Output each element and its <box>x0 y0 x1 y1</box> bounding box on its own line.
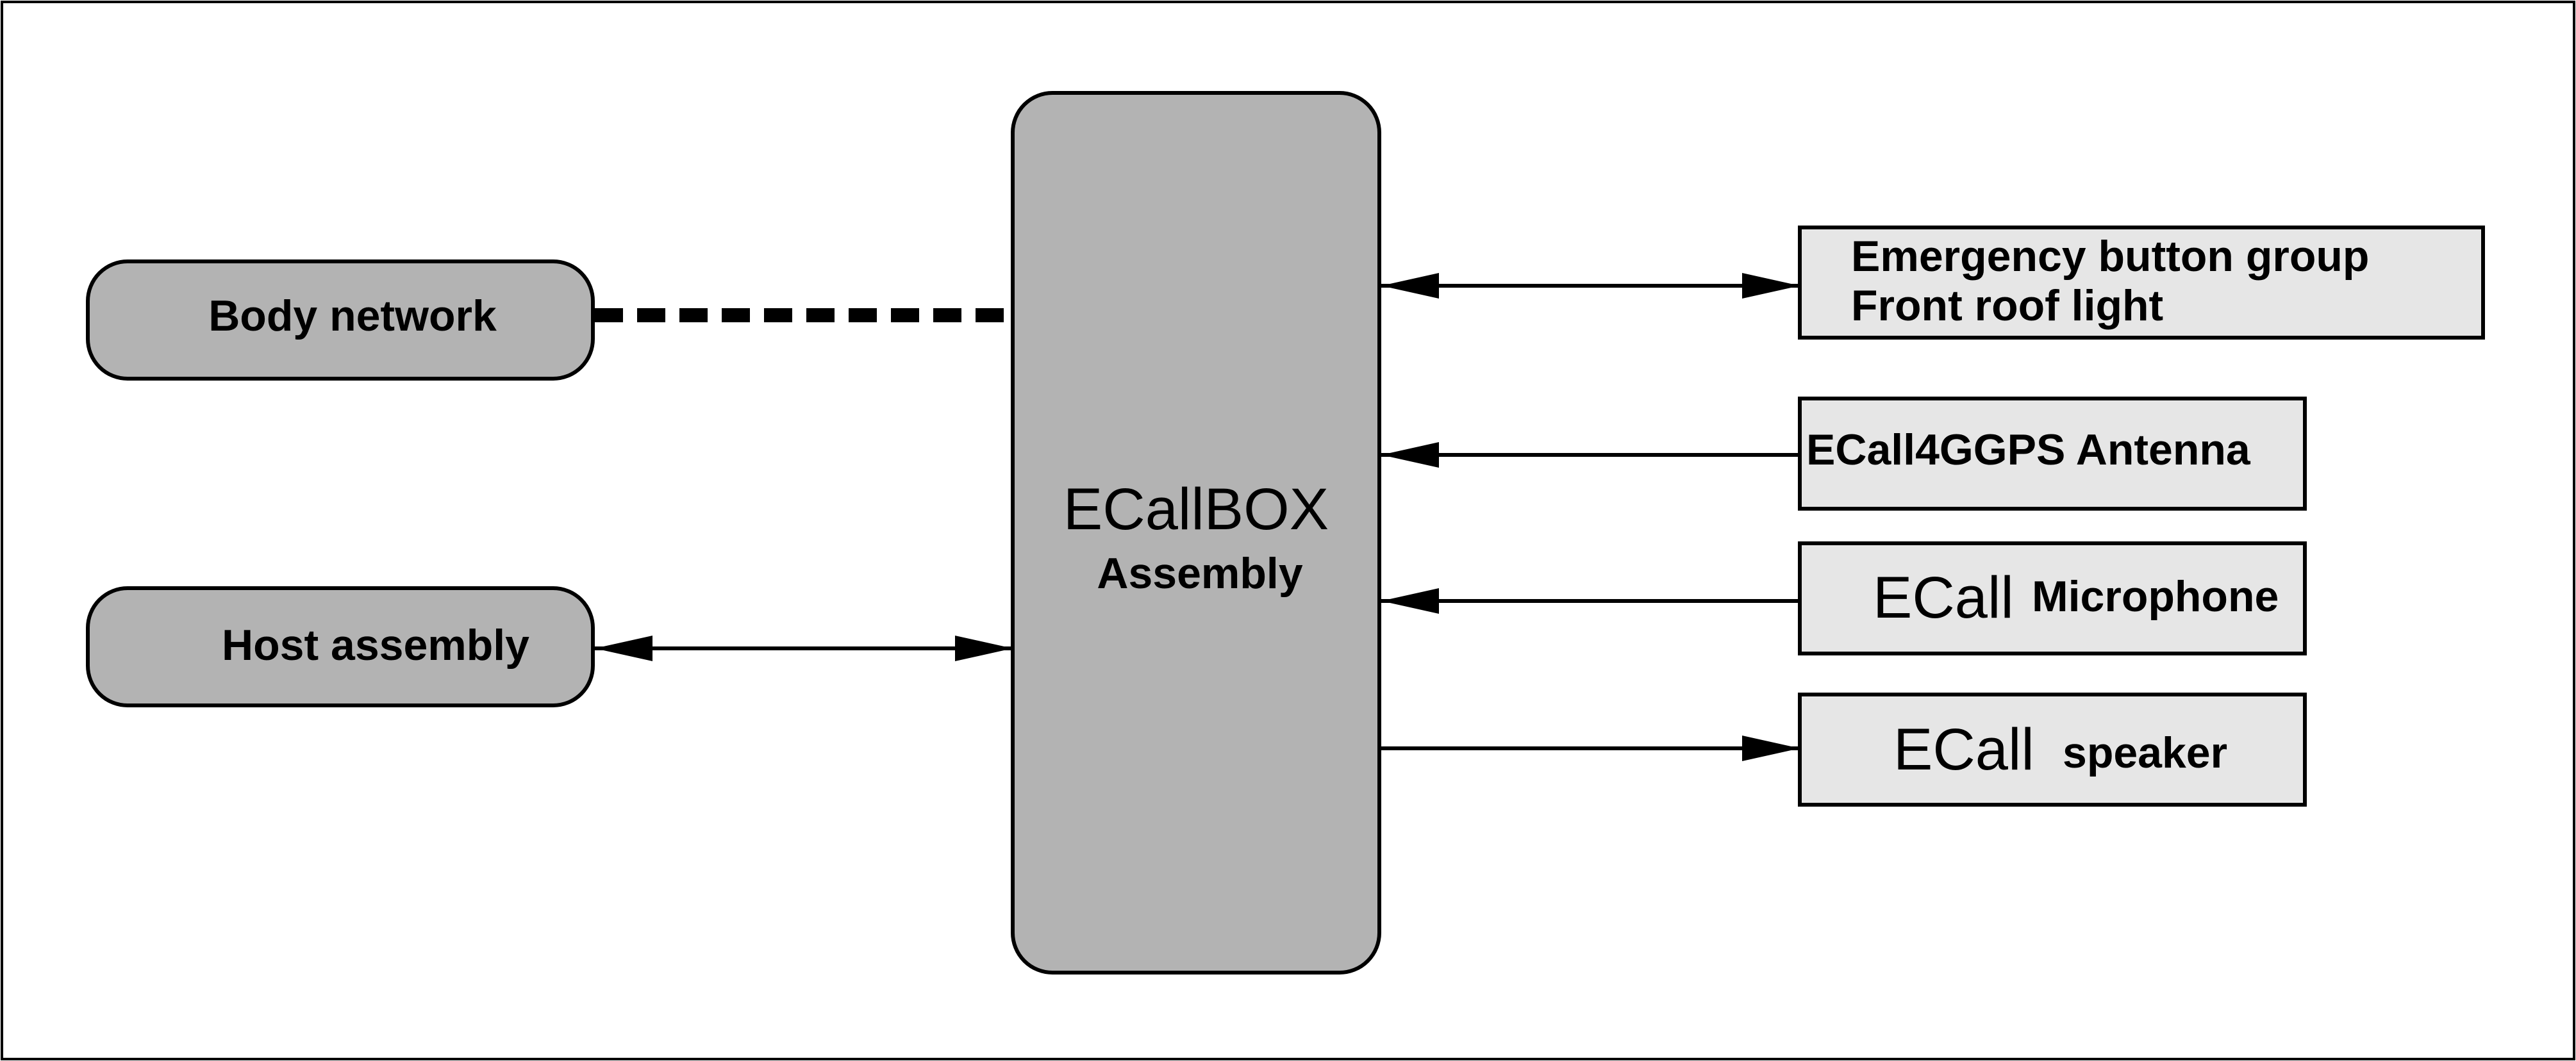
microphone-box <box>1798 541 2307 655</box>
microphone-prefix: ECall <box>1873 565 2014 630</box>
body-network-box <box>86 259 595 381</box>
speaker-box <box>1798 693 2307 807</box>
microphone-label: Microphone <box>2032 572 2279 621</box>
emergency-button-group-box <box>1798 226 2485 340</box>
speaker-prefix: ECall <box>1893 717 2034 782</box>
ecallbox-subtitle: Assembly <box>1097 549 1302 598</box>
antenna-box <box>1798 397 2307 511</box>
speaker-label: speaker <box>2063 728 2227 777</box>
ecallbox-title: ECallBOX <box>1063 477 1329 542</box>
body-network-label: Body network <box>208 292 497 340</box>
front-roof-light-label: Front roof light <box>1851 281 2163 330</box>
host-assembly-label: Host assembly <box>222 621 529 670</box>
ecallbox-assembly-block <box>1011 91 1381 975</box>
antenna-label: ECall4GGPS Antenna <box>1806 425 2251 474</box>
host-assembly-box <box>86 586 595 707</box>
emergency-button-group-label: Emergency button group <box>1851 232 2369 281</box>
